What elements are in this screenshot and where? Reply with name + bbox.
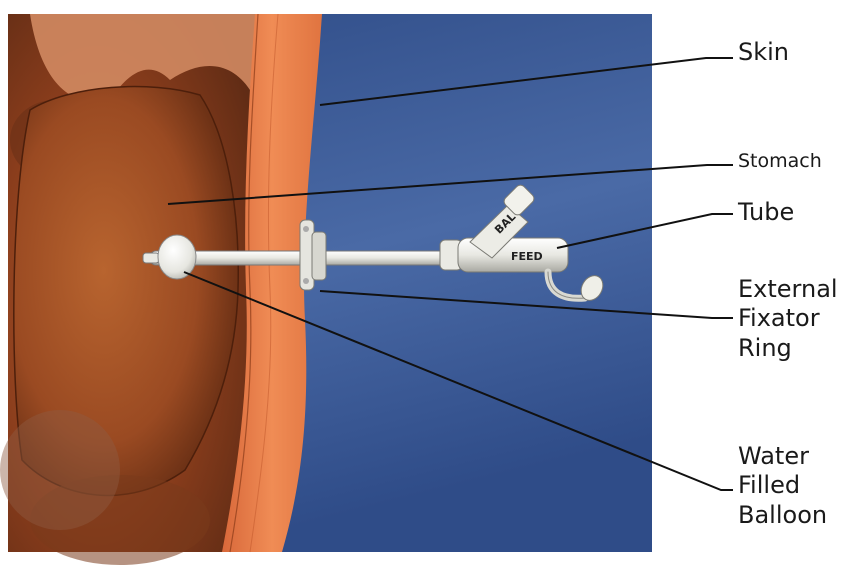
- label-stomach: Stomach: [738, 150, 822, 173]
- label-ring-line-2: Fixator: [738, 304, 838, 333]
- feed-marking: FEED: [511, 250, 543, 263]
- label-balloon-line-3: Balloon: [738, 501, 827, 530]
- label-external-fixator-ring: External Fixator Ring: [738, 275, 838, 363]
- label-balloon-line-1: Water: [738, 442, 827, 471]
- label-water-filled-balloon: Water Filled Balloon: [738, 442, 827, 530]
- label-ring-line-3: Ring: [738, 334, 838, 363]
- label-skin: Skin: [738, 38, 789, 67]
- label-ring-line-1: External: [738, 275, 838, 304]
- label-balloon-line-2: Filled: [738, 471, 827, 500]
- water-filled-balloon: [158, 235, 196, 279]
- label-tube: Tube: [738, 198, 794, 227]
